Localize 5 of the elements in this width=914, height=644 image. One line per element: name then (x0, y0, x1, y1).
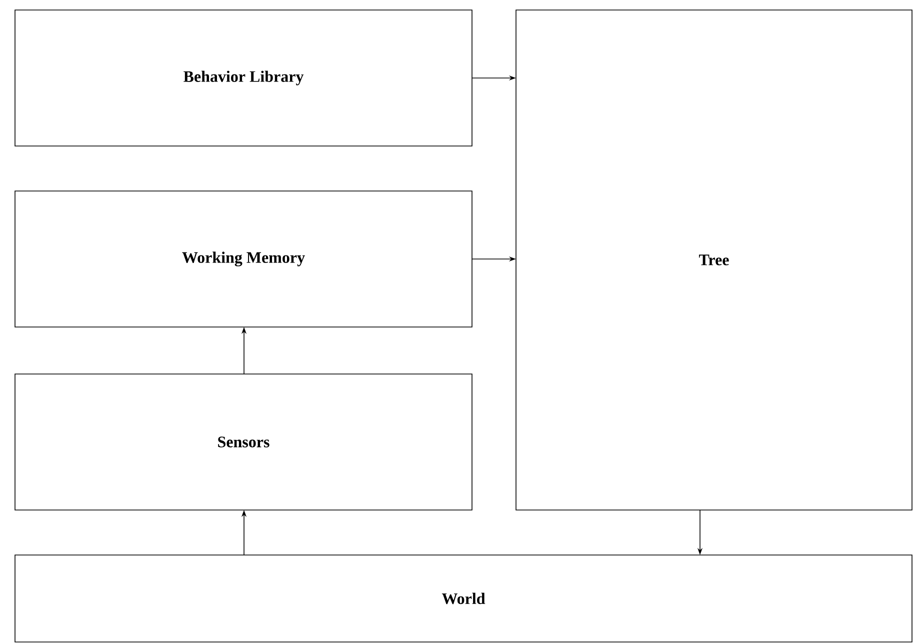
process-box: Behavior Library (14, 10, 472, 146)
process-box: Sensors (14, 374, 472, 510)
process-box: World (14, 554, 912, 642)
process-box: Working Memory (14, 190, 472, 328)
process-box: Tree (516, 10, 912, 510)
